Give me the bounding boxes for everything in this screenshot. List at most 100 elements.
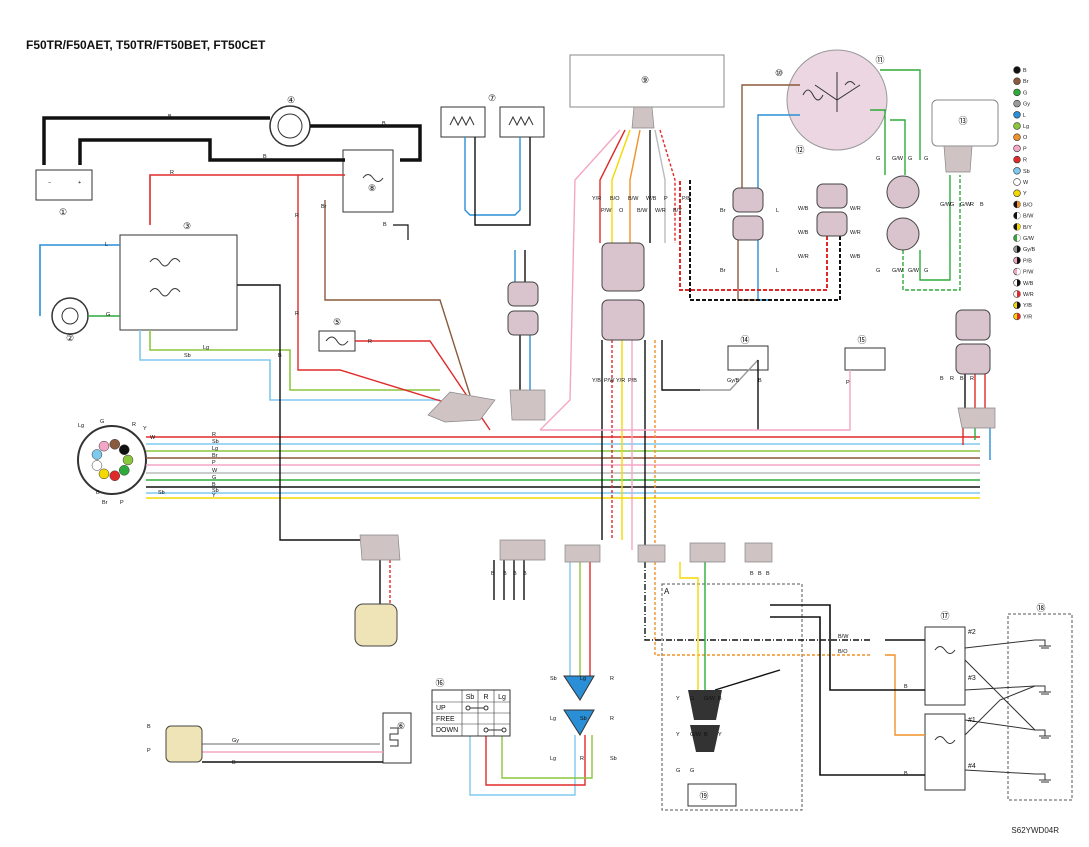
wire-color-label: B/O <box>610 196 620 202</box>
wire-color-label: Gy/B <box>727 378 740 384</box>
harness-wire-label: Sb <box>212 439 219 445</box>
cdi-connector-upper <box>601 242 645 292</box>
wire-color-label: Sb <box>610 756 617 762</box>
wire-color-label: B <box>758 378 762 384</box>
wire-color-label: B <box>168 114 172 120</box>
wire-color-label: Lg <box>203 345 209 351</box>
legend-label: B/Y <box>1023 225 1032 231</box>
sensor-14-box <box>727 345 769 371</box>
wire <box>393 224 409 240</box>
wire-color-label: Y/R <box>592 196 601 202</box>
wire <box>757 114 800 188</box>
sensor-a-dashed-box <box>661 583 803 811</box>
legend-label: Lg <box>1023 124 1029 130</box>
wire-color-label: P/B <box>682 196 691 202</box>
wire-color-label: B <box>758 571 762 577</box>
table-header-sb: Sb <box>466 694 475 701</box>
harness-junctions <box>359 389 996 563</box>
switch-15-box <box>844 347 886 371</box>
harness-wire-label: Br <box>212 453 218 459</box>
wire <box>870 109 886 175</box>
wire-color-label: B <box>718 696 722 702</box>
tilt-connector <box>563 675 595 736</box>
wire-paths <box>39 69 991 796</box>
main-plug-pin <box>98 468 110 480</box>
wire-color-label: G <box>876 156 880 162</box>
sensor-19-box <box>687 783 737 807</box>
wire <box>654 129 666 243</box>
wire-color-label: G/W <box>690 732 702 738</box>
main-plug-pin-label: G <box>100 419 104 425</box>
legend-label: Gy <box>1023 102 1030 108</box>
legend-label: P/B <box>1023 258 1032 264</box>
wire <box>539 129 621 431</box>
wire-color-label: P/W <box>604 378 615 384</box>
wire-color-label: B <box>513 571 517 577</box>
wire-color-label: W/B <box>798 206 809 212</box>
wire-color-label: Br <box>720 208 726 214</box>
wire <box>310 124 422 162</box>
wire <box>611 129 631 243</box>
wire-color-label: B <box>232 760 236 766</box>
wire <box>741 84 800 188</box>
wire-color-label: B <box>382 121 386 127</box>
key-switch <box>51 297 89 335</box>
legend-label: Sb <box>1023 169 1030 175</box>
wire-color-label: G/W <box>960 202 972 208</box>
wire-color-label: P <box>147 748 151 754</box>
wire <box>324 200 471 396</box>
main-plug-pin-label: P <box>120 500 124 506</box>
wire <box>485 735 586 786</box>
legend-swatch-stripe <box>1017 245 1021 253</box>
wire-color-label: G <box>106 312 110 318</box>
component-number: ⑤ <box>333 317 341 327</box>
spark-plug-label: #2 <box>968 629 976 636</box>
spark-plug-label: #1 <box>968 717 976 724</box>
wire-color-label: Sb <box>580 716 587 722</box>
legend-label: W <box>1023 180 1029 186</box>
table-row-up: UP <box>436 705 446 712</box>
wire <box>464 137 521 216</box>
wire-color-label: R <box>368 339 372 345</box>
spark-plug-labels: #2#3#1#4 <box>968 629 1051 783</box>
table-row-free: FREE <box>436 716 455 723</box>
wire-color-label: R <box>170 170 174 176</box>
wire <box>297 175 471 411</box>
spark-plug-ground-icon <box>1035 773 1051 783</box>
main-plug-pin <box>119 465 130 476</box>
legend-label: Br <box>1023 79 1029 85</box>
main-plug-pin-label: B <box>96 490 100 496</box>
wire-color-label: G/W <box>892 156 904 162</box>
wire <box>469 735 576 796</box>
legend-label: W/B <box>1023 281 1034 287</box>
wire <box>770 616 925 776</box>
wire <box>149 330 440 391</box>
wire <box>689 180 841 301</box>
main-plug-pin <box>91 460 103 471</box>
wire-color-label: R <box>295 311 299 317</box>
wire-color-label: Y <box>718 732 722 738</box>
wire-color-label: B/W <box>838 634 849 640</box>
wire-color-label: G <box>950 202 954 208</box>
wire <box>149 174 345 225</box>
wire-color-label: W/R <box>850 206 861 212</box>
wire-color-label: B <box>263 154 267 160</box>
legend-label: G <box>1023 90 1027 96</box>
wire <box>39 244 120 316</box>
wire <box>885 654 925 736</box>
wire-color-label: Gy <box>232 738 239 744</box>
harness-wire-label: Sb <box>212 488 219 494</box>
wire-color-label: B <box>980 202 984 208</box>
starter-relay-box <box>119 234 238 331</box>
pulser-connectors <box>507 183 991 375</box>
wire-color-label: Br <box>321 204 327 210</box>
spark-plug-ground-icon <box>1035 729 1051 739</box>
wire-color-label: Br <box>720 268 726 274</box>
harness-wire-label: Y <box>212 493 216 499</box>
wire-color-label: Y <box>676 732 680 738</box>
table-row-down: DOWN <box>436 727 458 734</box>
wire-color-label: R <box>610 716 614 722</box>
